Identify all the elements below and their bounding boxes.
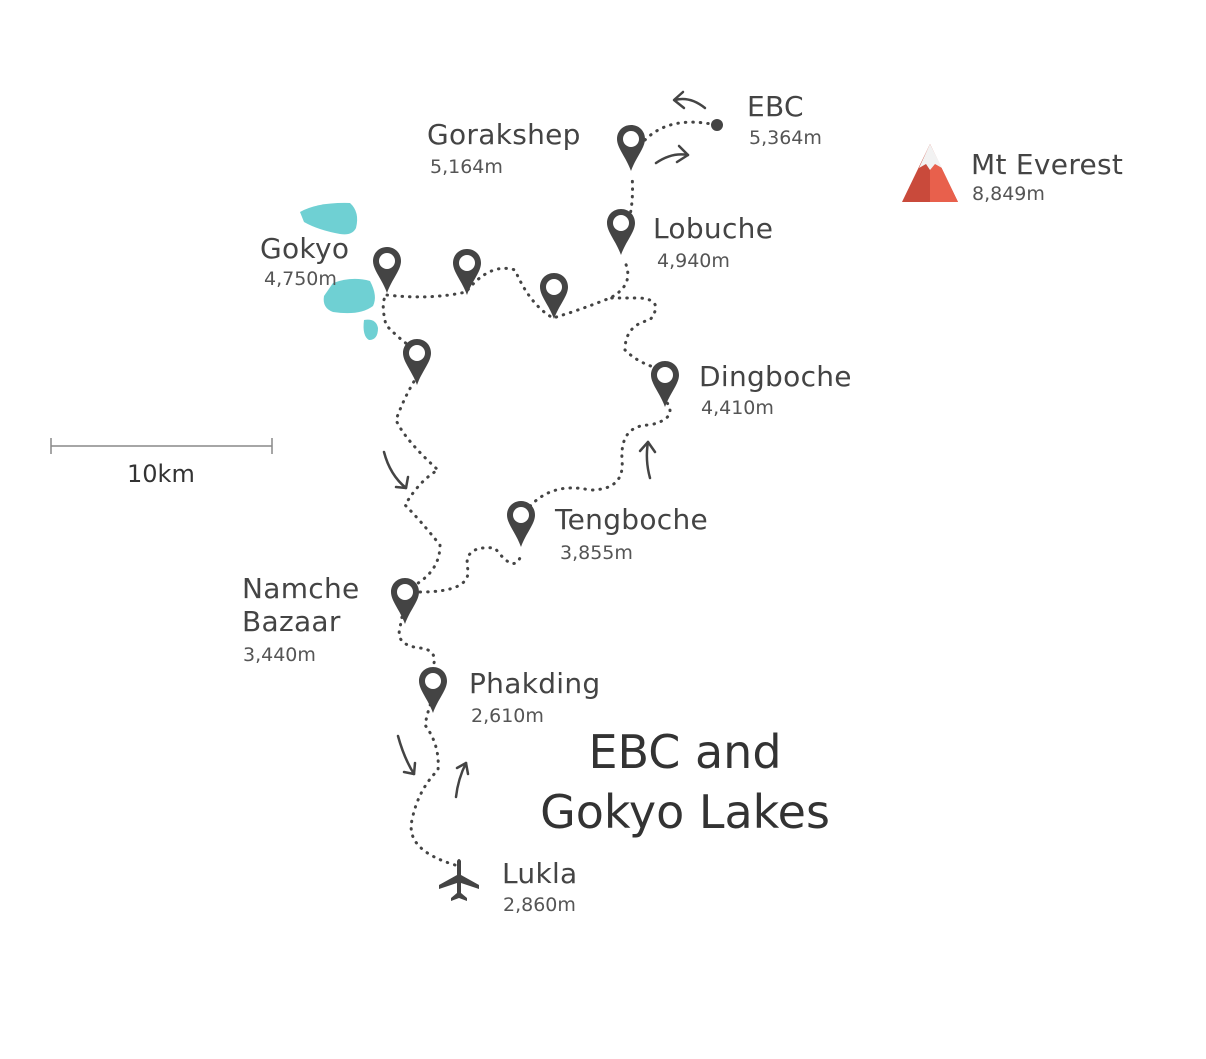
lobuche-altitude: 4,940m bbox=[657, 250, 730, 272]
arrow-icon bbox=[654, 144, 690, 165]
plane-icon bbox=[439, 859, 479, 901]
arrow-icon bbox=[672, 90, 707, 110]
gokyo-lakes bbox=[300, 202, 378, 340]
pin-icon-lobuche bbox=[607, 209, 635, 255]
namche-altitude: 3,440m bbox=[243, 644, 316, 666]
arrow-icon bbox=[396, 734, 417, 776]
map-title-line2: Gokyo Lakes bbox=[540, 785, 830, 839]
pin-icon-phakding bbox=[419, 667, 447, 713]
pin-icon-gorakshep bbox=[617, 125, 645, 171]
phakding-altitude: 2,610m bbox=[471, 705, 544, 727]
pin-icon-namche bbox=[391, 578, 419, 624]
lobuche-name: Lobuche bbox=[653, 212, 774, 245]
phakding-name: Phakding bbox=[469, 667, 601, 700]
map-title-line1: EBC and bbox=[588, 725, 782, 779]
pin-icon-dingboche bbox=[651, 361, 679, 407]
pin-icon-route bbox=[453, 249, 481, 295]
map-pins bbox=[373, 125, 679, 713]
scale-label: 10km bbox=[127, 460, 195, 488]
ebc-name: EBC bbox=[747, 90, 804, 123]
ebc-altitude: 5,364m bbox=[749, 127, 822, 149]
arrow-icon bbox=[382, 450, 410, 490]
pin-icon-tengboche bbox=[507, 501, 535, 547]
tengboche-altitude: 3,855m bbox=[560, 542, 633, 564]
direction-arrows bbox=[382, 90, 707, 799]
dingboche-altitude: 4,410m bbox=[701, 397, 774, 419]
namche-name-line2: Bazaar bbox=[242, 605, 341, 638]
everest-altitude: 8,849m bbox=[972, 183, 1045, 205]
arrow-icon bbox=[454, 761, 470, 799]
arrow-icon bbox=[638, 440, 657, 480]
everest-name: Mt Everest bbox=[971, 148, 1124, 181]
pin-icon-gokyo bbox=[373, 247, 401, 293]
scale-bar bbox=[50, 438, 273, 454]
lukla-name: Lukla bbox=[502, 857, 578, 890]
gorakshep-altitude: 5,164m bbox=[430, 156, 503, 178]
tengboche-name: Tengboche bbox=[555, 503, 709, 536]
dingboche-name: Dingboche bbox=[699, 360, 852, 393]
gorakshep-name: Gorakshep bbox=[427, 118, 581, 151]
lukla-altitude: 2,860m bbox=[503, 894, 576, 916]
pin-icon-route bbox=[403, 339, 431, 385]
namche-name: Namche bbox=[242, 572, 360, 605]
ebc-dot-icon bbox=[711, 119, 723, 131]
gokyo-name: Gokyo bbox=[260, 232, 350, 265]
mountain-icon bbox=[902, 144, 958, 202]
gokyo-altitude: 4,750m bbox=[264, 268, 337, 290]
